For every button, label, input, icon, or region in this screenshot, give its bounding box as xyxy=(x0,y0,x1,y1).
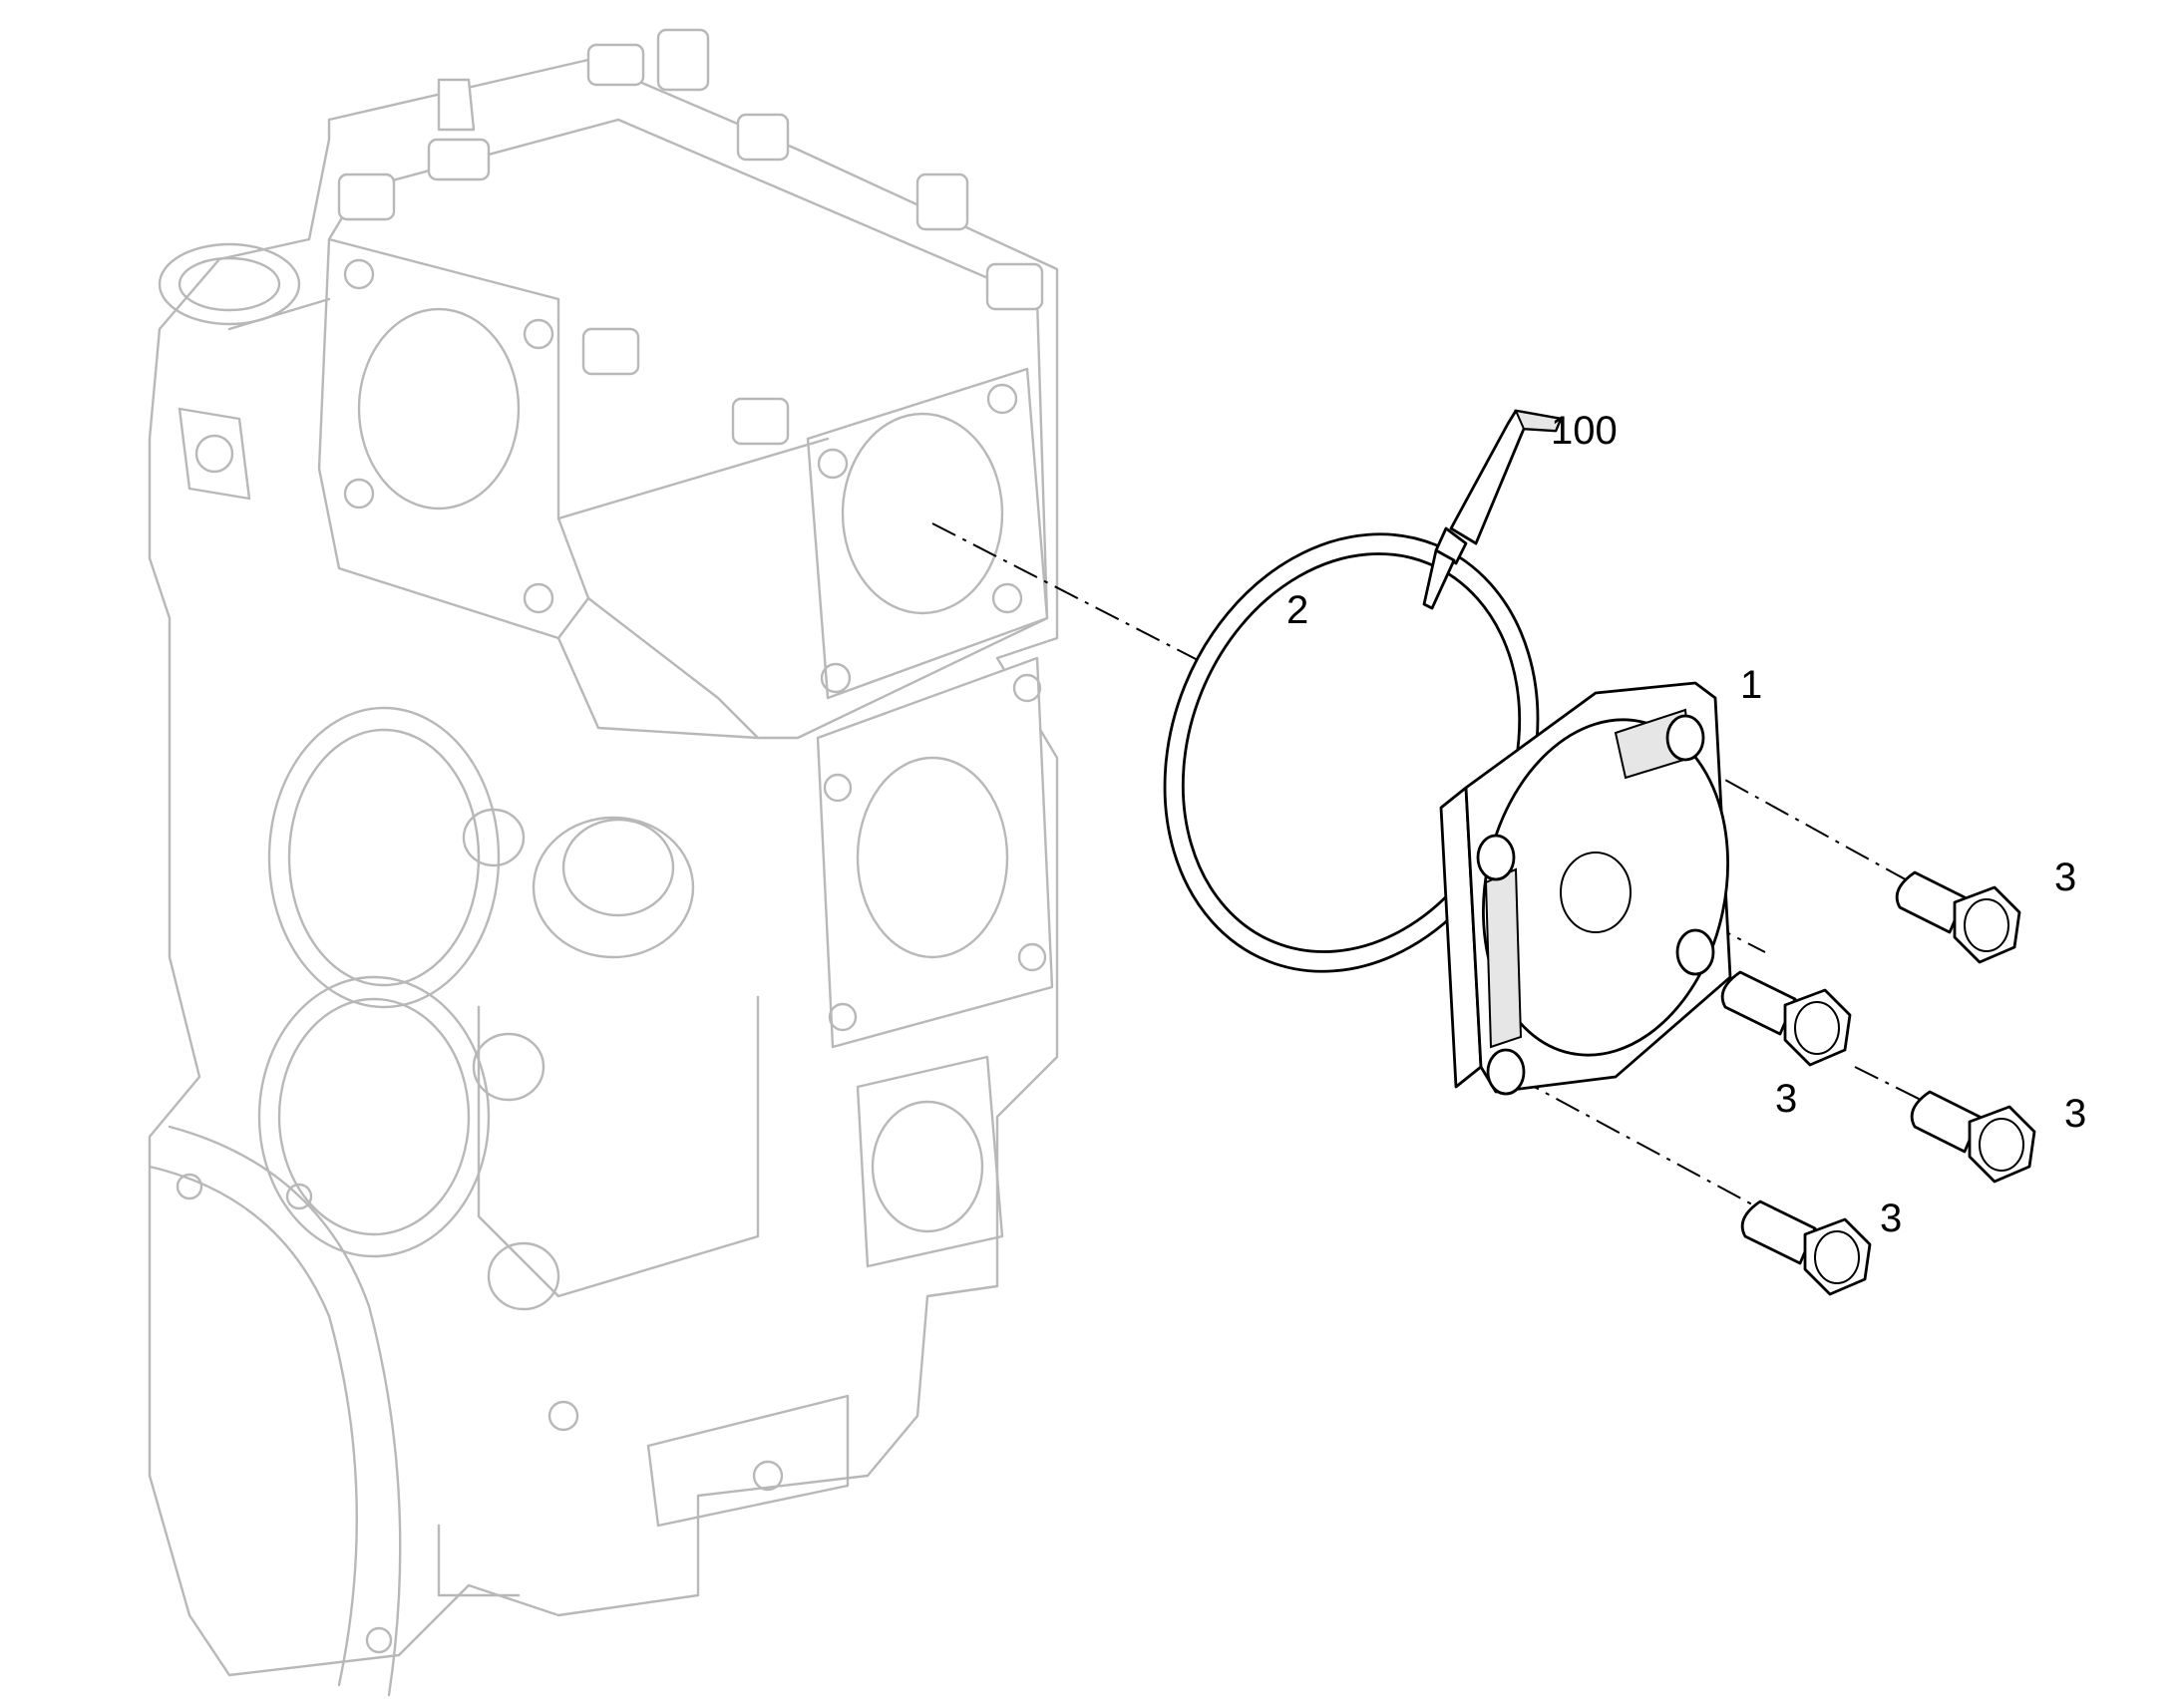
flange-bolt-bottom xyxy=(1740,1199,1872,1296)
flange-bolt-right-lower xyxy=(1910,1090,2036,1184)
callout-cover: 1 xyxy=(1740,663,1762,707)
callout-bolt-middle: 3 xyxy=(1775,1077,1797,1121)
callout-bolt-upper: 3 xyxy=(2054,855,2076,899)
callout-sealant: 100 xyxy=(1551,409,1618,453)
sealant-tube-icon xyxy=(1422,409,1563,610)
callout-bolt-bottom: 3 xyxy=(1880,1196,1902,1240)
flange-bolt-upper xyxy=(1895,870,2021,964)
callout-seal-ring: 2 xyxy=(1286,588,1308,632)
bolt-axis-bottom xyxy=(1515,1076,1766,1212)
engine-block-background xyxy=(148,28,1059,1697)
callout-labels: 1 2 100 3 3 3 3 xyxy=(1286,409,2086,1240)
flange-bolt-middle xyxy=(1720,970,1852,1067)
bolt-axis-right-lower xyxy=(1854,1066,1936,1108)
cover-plate xyxy=(1439,681,1732,1096)
callout-bolt-right-lower: 3 xyxy=(2064,1092,2086,1136)
